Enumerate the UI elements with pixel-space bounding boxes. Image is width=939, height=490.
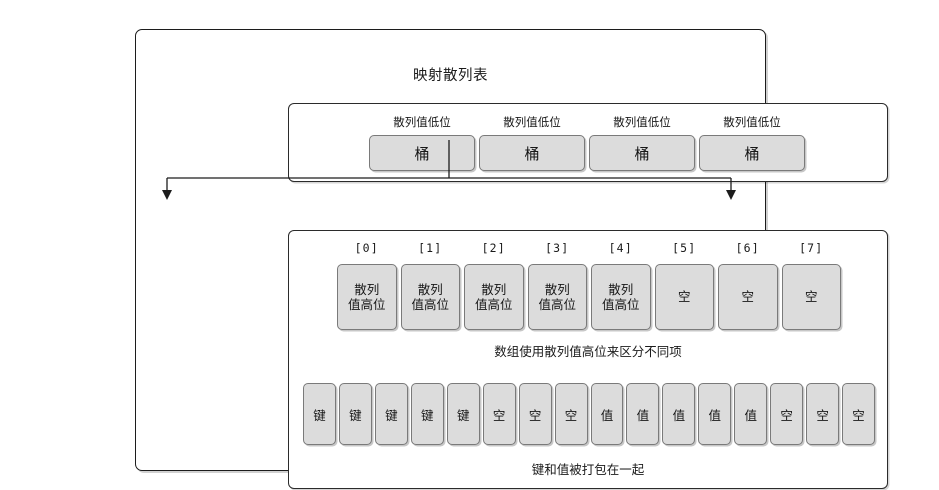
array-cell-row: 散列值高位 散列值高位 散列值高位 散列值高位 散列值高位 空 xyxy=(337,264,841,330)
bucket-cell: 桶 xyxy=(699,135,805,171)
array-index-label: [5] xyxy=(672,241,697,255)
array-index-label: [6] xyxy=(735,241,760,255)
array-cell-line1: 散列 xyxy=(417,281,443,297)
kv-cell: 空 xyxy=(554,383,588,445)
bucket-cell: 桶 xyxy=(589,135,695,171)
array-cell: 散列值高位 xyxy=(527,264,587,330)
hash-table-outer-frame: 映射散列表 散列值低位 散列值低位 散列值低位 散列值低位 桶 桶 桶 桶 [0… xyxy=(135,29,888,489)
bucket-label: 散列值低位 xyxy=(723,115,781,129)
bucket-panel: 散列值低位 散列值低位 散列值低位 散列值低位 桶 桶 桶 桶 xyxy=(288,103,888,182)
kv-cell: 键 xyxy=(446,383,480,445)
array-cell: 散列值高位 xyxy=(337,264,397,330)
bucket-label: 散列值低位 xyxy=(393,115,451,129)
array-cell-line2: 值高位 xyxy=(411,297,449,312)
array-index-row: [0] [1] [2] [3] [4] [5] [6] [7] xyxy=(337,237,841,259)
array-caption: 数组使用散列值高位来区分不同项 xyxy=(494,344,682,359)
array-cell-line2: 值高位 xyxy=(538,297,576,312)
bucket-cell: 桶 xyxy=(369,135,475,171)
bucket-cell-row: 桶 桶 桶 桶 xyxy=(369,135,805,171)
array-index-label: [3] xyxy=(545,241,570,255)
array-index-label: [2] xyxy=(481,241,506,255)
array-cell-line1: 散列 xyxy=(608,281,634,297)
kv-cell: 键 xyxy=(303,383,336,445)
key-value-caption: 键和值被打包在一起 xyxy=(531,462,645,477)
kv-cell: 空 xyxy=(806,383,840,445)
kv-cell: 值 xyxy=(626,383,660,445)
array-cell-line1: 散列 xyxy=(354,281,380,297)
kv-cell: 值 xyxy=(662,383,696,445)
array-cell-line1: 空 xyxy=(741,289,754,305)
bucket-label: 散列值低位 xyxy=(613,115,671,129)
kv-cell: 键 xyxy=(338,383,372,445)
kv-cell: 值 xyxy=(698,383,732,445)
array-cell-line1: 空 xyxy=(677,289,691,305)
bucket-label-row: 散列值低位 散列值低位 散列值低位 散列值低位 xyxy=(369,112,805,132)
bucket-cell: 桶 xyxy=(479,135,585,171)
array-cell-line2: 值高位 xyxy=(474,297,513,312)
array-cell: 散列值高位 xyxy=(591,264,651,330)
array-cell-line1: 空 xyxy=(804,289,818,305)
array-cell-line1: 散列 xyxy=(544,281,570,297)
array-index-label: [1] xyxy=(418,241,443,255)
array-index-label: [0] xyxy=(354,241,379,255)
array-panel: [0] [1] [2] [3] [4] [5] [6] [7] 散列值高位 散列… xyxy=(288,230,888,489)
array-cell: 空 xyxy=(654,264,714,330)
bucket-label: 散列值低位 xyxy=(503,115,561,129)
kv-cell: 值 xyxy=(590,383,624,445)
kv-cell: 空 xyxy=(770,383,804,445)
kv-cell: 键 xyxy=(374,383,408,445)
array-cell-line1: 散列 xyxy=(481,281,507,297)
array-cell-line2: 值高位 xyxy=(347,297,386,312)
array-cell: 散列值高位 xyxy=(400,264,460,330)
page-title: 映射散列表 xyxy=(413,68,488,84)
array-index-label: [7] xyxy=(799,241,824,255)
kv-cell: 空 xyxy=(518,383,552,445)
array-cell: 散列值高位 xyxy=(464,264,524,330)
kv-cell: 键 xyxy=(410,383,444,445)
key-value-cell-row: 键 键 键 键 键 空 空 空 值 值 值 值 值 空 空 空 xyxy=(303,383,875,445)
array-cell: 空 xyxy=(718,264,778,330)
kv-cell: 空 xyxy=(482,383,516,445)
array-index-label: [4] xyxy=(608,241,633,255)
array-cell-line2: 值高位 xyxy=(601,297,640,312)
array-cell: 空 xyxy=(781,264,841,330)
kv-cell: 空 xyxy=(842,383,875,445)
kv-cell: 值 xyxy=(734,383,768,445)
